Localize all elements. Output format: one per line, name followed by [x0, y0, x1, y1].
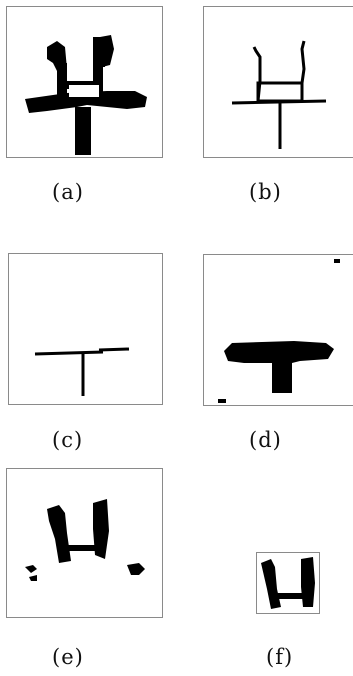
caption-b: (b) — [249, 180, 282, 204]
panel-b-image — [231, 40, 327, 149]
caption-a: (a) — [52, 180, 84, 204]
panel-c-skeleton-fragment — [8, 253, 163, 405]
panel-e-image — [25, 499, 145, 581]
caption-f: (f) — [266, 645, 294, 669]
caption-c: (c) — [52, 428, 84, 452]
caption-d: (d) — [249, 428, 282, 452]
panel-f-cropped — [256, 552, 320, 614]
caption-e: (e) — [52, 645, 84, 669]
panel-c-image — [34, 347, 130, 396]
panel-d-reconstruction — [203, 254, 353, 406]
panel-f-image — [261, 557, 315, 609]
panel-b-skeleton — [203, 6, 353, 158]
panel-a-image — [25, 35, 147, 155]
panel-e-residual — [6, 468, 163, 618]
panel-d-image — [218, 259, 340, 403]
panel-a-original-shape — [6, 6, 163, 158]
